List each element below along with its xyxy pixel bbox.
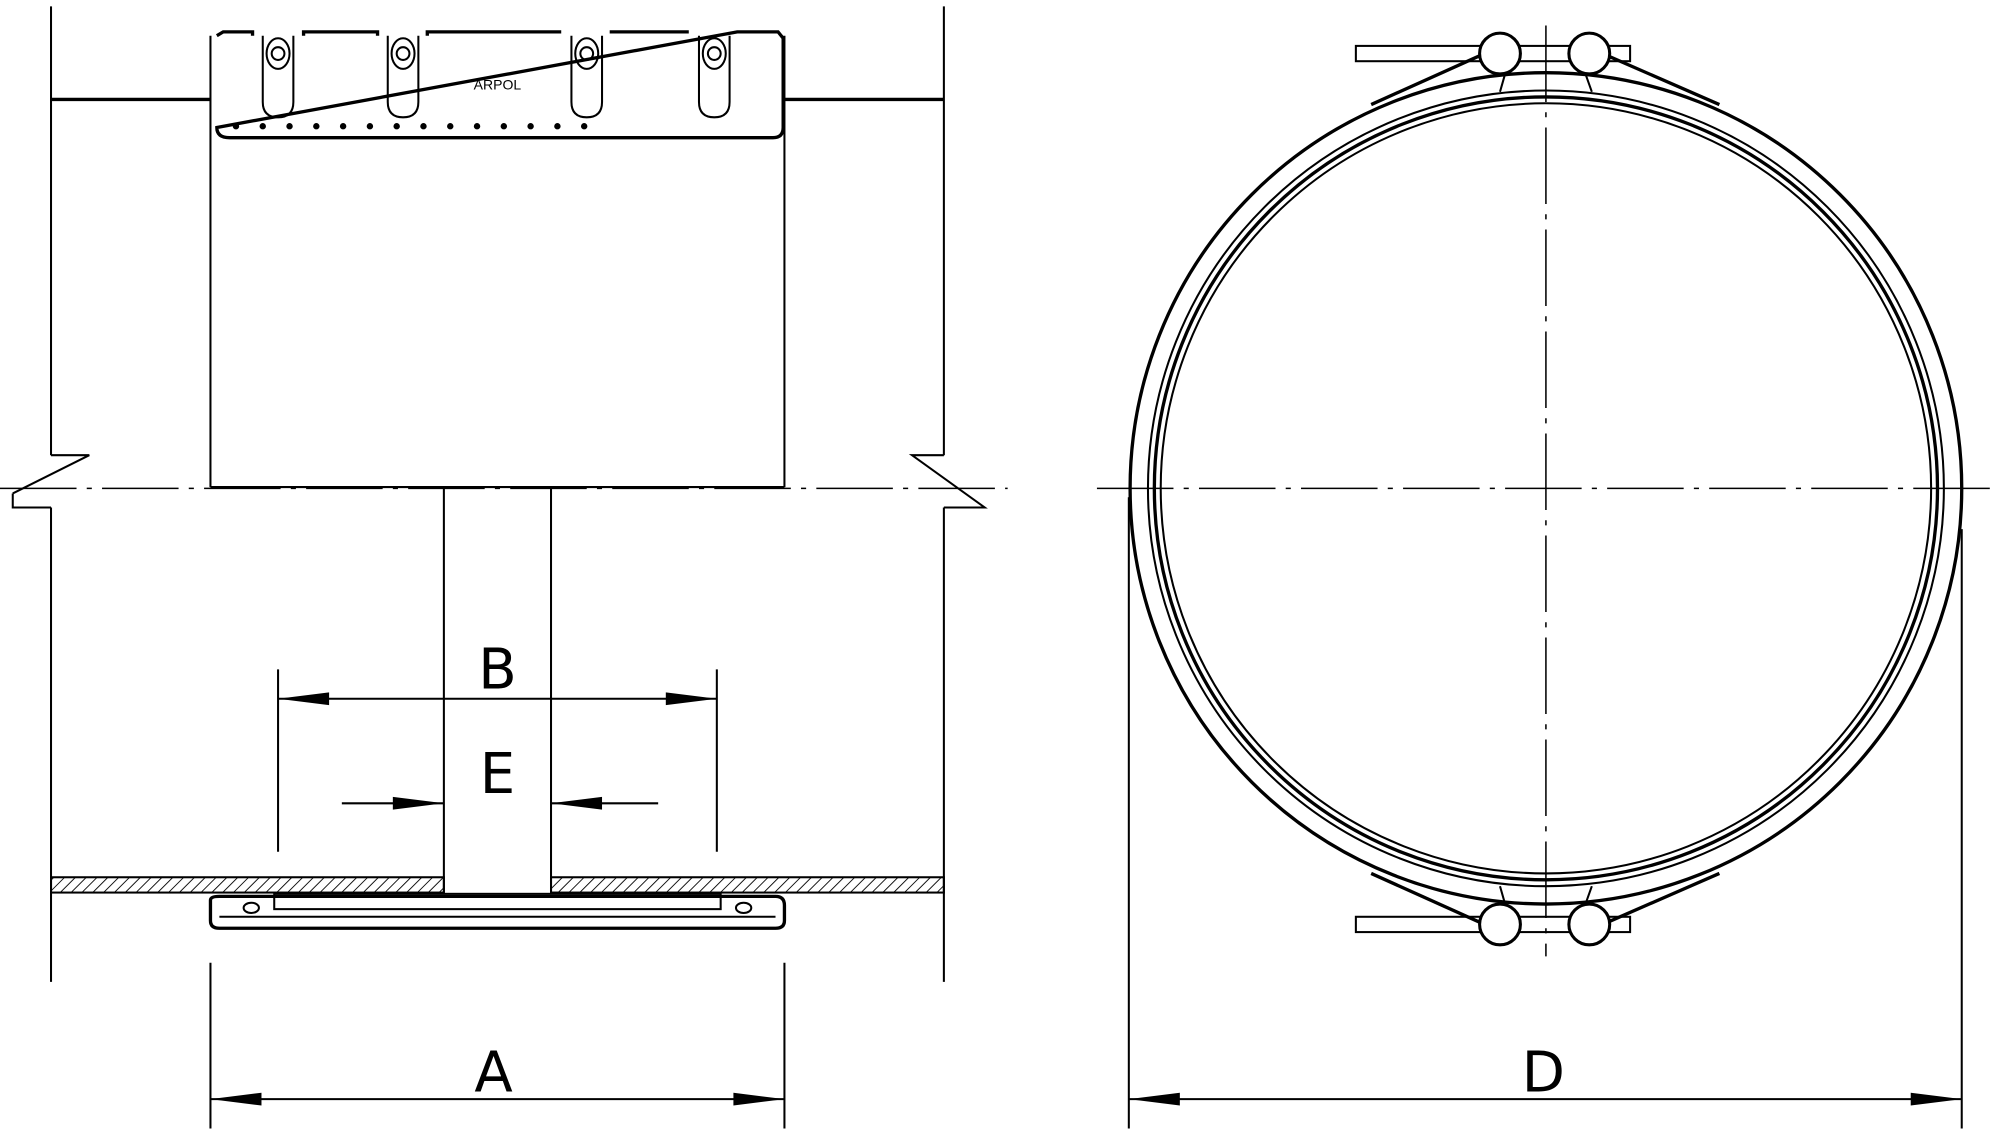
dimension-label-d: D xyxy=(1522,1040,1565,1105)
rivet-icon xyxy=(286,123,293,130)
dimension-label-b: B xyxy=(478,638,517,703)
side-view: ARPOL B xyxy=(0,6,1008,1129)
pipe-wall-section xyxy=(50,876,945,894)
rivet-icon xyxy=(447,123,454,130)
dimension-e: E xyxy=(341,742,659,810)
dimension-d: D xyxy=(1127,497,1963,1129)
coupling-body: ARPOL xyxy=(209,30,786,489)
rivet-icon xyxy=(420,123,427,130)
dimension-label-e: E xyxy=(480,742,515,807)
rivet-icon xyxy=(259,123,266,130)
rivet-icon xyxy=(393,123,400,130)
pipe-outline xyxy=(50,6,945,982)
dimension-label-a: A xyxy=(474,1040,512,1105)
rivet-icon xyxy=(527,123,534,130)
dimension-a: A xyxy=(209,962,786,1129)
break-symbol xyxy=(11,454,988,509)
rivet-icon xyxy=(580,123,588,130)
bolt-icon xyxy=(697,35,731,119)
coupling-section xyxy=(208,892,787,930)
closure-lugs xyxy=(1354,31,1721,947)
dimension-b: B xyxy=(277,638,718,852)
rivet-icon xyxy=(313,123,320,130)
lug-icon xyxy=(1354,871,1721,947)
end-view: D xyxy=(1096,25,1997,1129)
rivet-icon xyxy=(366,123,374,130)
rivet-icon xyxy=(339,123,347,130)
rivet-icon xyxy=(500,123,508,130)
rivet-row xyxy=(232,123,588,130)
bolt-icon xyxy=(570,35,604,119)
rivet-icon xyxy=(554,123,561,130)
coupling-rings xyxy=(1128,71,1964,906)
brand-marking: ARPOL xyxy=(474,76,522,92)
bolt-icon xyxy=(386,35,420,119)
bolt-icon xyxy=(261,35,295,119)
rivet-icon xyxy=(473,123,481,130)
bolt-row xyxy=(261,35,731,119)
lug-icon xyxy=(1354,31,1721,107)
pipe-gap xyxy=(442,487,553,893)
rivet-icon xyxy=(232,123,240,130)
